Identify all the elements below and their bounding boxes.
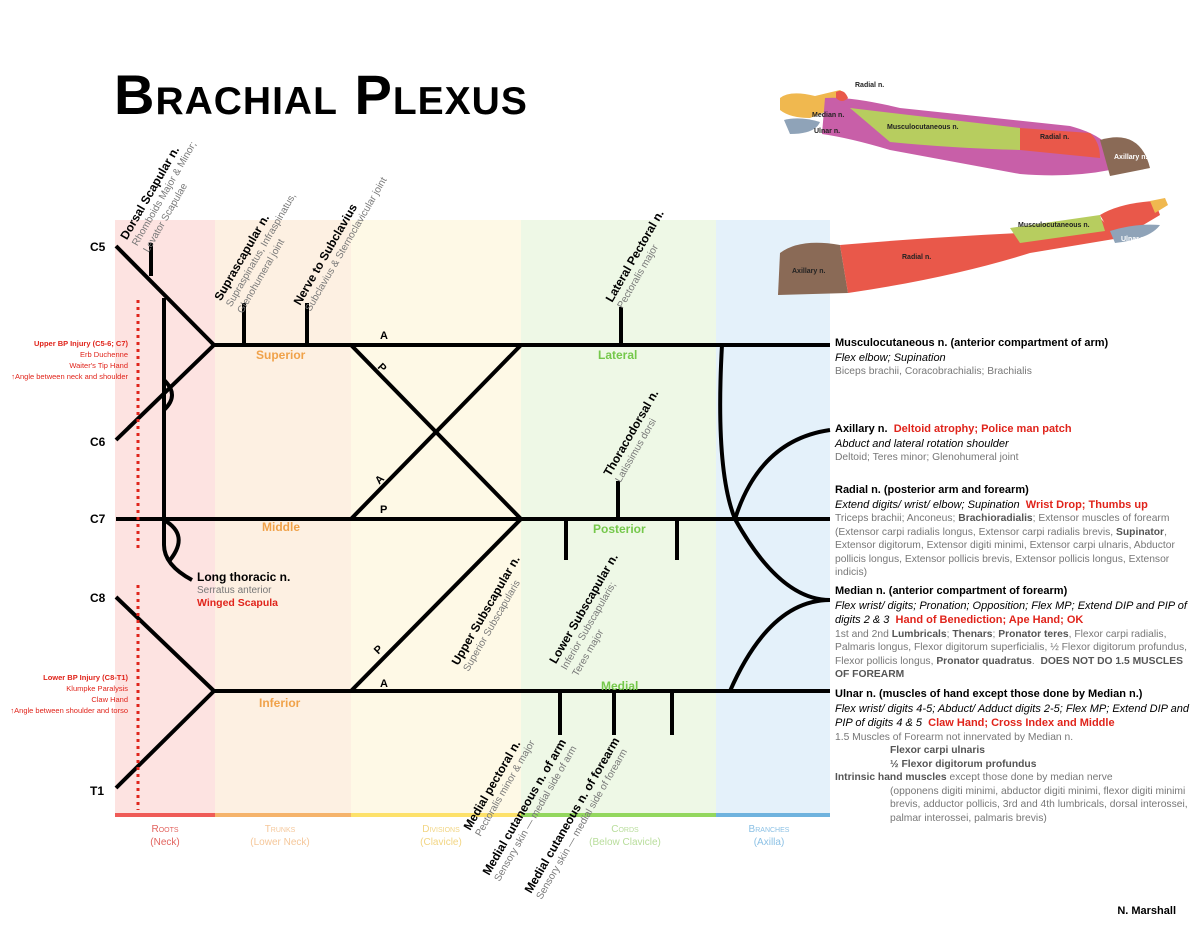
ulnar-block: Ulnar n. (muscles of hand except those d… [835, 688, 1189, 824]
arm-label-ulnar-2: Ulnar n. [1121, 236, 1148, 243]
division-mark-a1: A [380, 330, 388, 342]
arm-label-median: Median n. [812, 112, 845, 119]
lateral-cord-label: Lateral [598, 348, 638, 362]
region-trunks-label: Trunks(Lower Neck) [250, 824, 310, 848]
upper-injury-note: Upper BP Injury (C5-6; C7) Erb Duchenne … [11, 339, 128, 381]
long-thoracic-curve [162, 544, 193, 582]
inferior-posterior-division [349, 517, 523, 693]
median-curve-lower [728, 598, 831, 692]
arm-label-radial-3: Radial n. [902, 254, 932, 261]
superior-trunk-label: Superior [256, 348, 306, 362]
arm-label-musculocutaneous-1: Musculocutaneous n. [887, 124, 959, 131]
long-thoracic-c6-branch [162, 378, 174, 412]
region-divisions-bar [351, 813, 521, 817]
arm-illustrations [778, 90, 1168, 295]
radial-block: Radial n. (posterior arm and forearm) Ex… [835, 484, 1175, 578]
lower-injury-note: Lower BP Injury (C8-T1) Klumpke Paralysi… [10, 673, 128, 715]
posterior-cord-label: Posterior [593, 522, 646, 536]
region-branches-bar [716, 813, 830, 817]
medial-cord-label: Medial [601, 679, 639, 693]
region-cords-label: Cords(Below Clavicle) [589, 824, 661, 848]
division-mark-a3: A [380, 678, 388, 690]
axillary-block: Axillary n. Deltoid atrophy; Police man … [835, 423, 1072, 463]
root-label-c8: C8 [90, 591, 106, 605]
division-mark-p2: P [380, 504, 388, 516]
axillary-curve [733, 428, 831, 520]
root-t1-line [114, 689, 216, 790]
long-thoracic-label: Long thoracic n. Serratus anterior Winge… [197, 570, 291, 610]
region-divisions-label: Divisions(Clavicle) [420, 824, 462, 848]
long-thoracic-c7-branch [162, 518, 181, 562]
middle-anterior-division [349, 343, 523, 521]
arm-label-axillary-2: Axillary n. [792, 268, 826, 275]
root-label-c7: C7 [90, 512, 106, 526]
arm-label-axillary-1: Axillary n. [1114, 154, 1148, 161]
region-trunks-bar [215, 813, 351, 817]
upper-arm-illustration [780, 90, 1150, 176]
region-cords-bar [521, 813, 716, 817]
root-c8-line [114, 595, 216, 693]
region-roots-bar [115, 813, 215, 817]
musculocutaneous-block: Musculocutaneous n. (anterior compartmen… [835, 337, 1109, 377]
inferior-trunk-label: Inferior [259, 696, 301, 710]
region-branches-label: Branches(Axilla) [748, 824, 790, 848]
root-label-c6: C6 [90, 435, 106, 449]
median-block: Median n. (anterior compartment of forea… [835, 585, 1187, 680]
author-credit: N. Marshall [1117, 905, 1176, 917]
middle-trunk-label: Middle [262, 520, 300, 534]
median-lateral-root [718, 344, 737, 520]
arm-label-radial-2: Radial n. [1040, 134, 1070, 141]
arm-label-musculocutaneous-2: Musculocutaneous n. [1018, 222, 1090, 229]
arm-label-ulnar-1: Ulnar n. [814, 128, 841, 135]
lower-arm-illustration [778, 198, 1168, 295]
root-label-t1: T1 [90, 784, 105, 798]
root-c5-line [114, 244, 216, 347]
region-roots-label: Roots(Neck) [150, 824, 180, 848]
root-label-c5: C5 [90, 240, 106, 254]
arm-label-radial-1: Radial n. [855, 82, 885, 89]
median-curve-upper [733, 518, 831, 602]
page-title: Brachial Plexus [114, 63, 528, 126]
